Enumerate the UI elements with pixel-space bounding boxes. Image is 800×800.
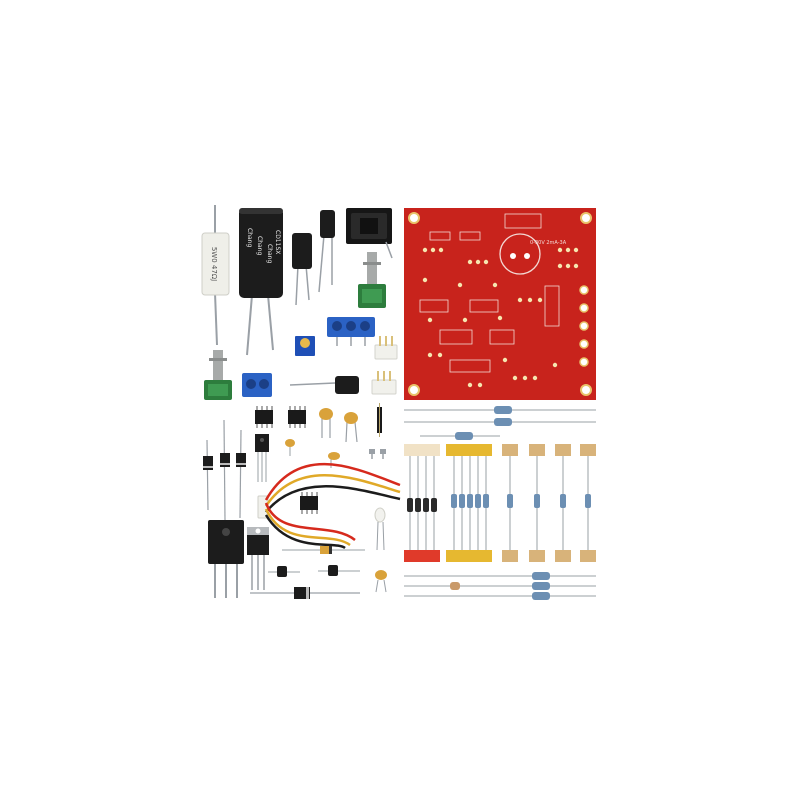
cap-print-3: Chang bbox=[266, 244, 273, 263]
led bbox=[374, 507, 386, 551]
to126-transistor bbox=[255, 434, 269, 482]
resistor-body bbox=[560, 494, 566, 508]
resistor-body bbox=[534, 494, 540, 508]
dip-ic-1 bbox=[255, 406, 273, 428]
small-diode bbox=[282, 546, 365, 554]
screw-terminal-3pin bbox=[327, 317, 375, 346]
resistor-body bbox=[467, 494, 473, 508]
screws bbox=[369, 449, 386, 459]
ceramic-capacitor-5 bbox=[375, 570, 387, 593]
to220-transistor bbox=[247, 527, 269, 590]
resistor-body bbox=[459, 494, 465, 508]
small-electrolytic-capacitor bbox=[318, 210, 335, 293]
resistor-body bbox=[407, 498, 413, 512]
red-pcb: 0-30V 2mA-3A bbox=[404, 208, 596, 400]
resistor-body bbox=[483, 494, 489, 508]
resistor-body bbox=[451, 494, 457, 508]
large-electrolytic-capacitor: Chang Chang Chang CD11SX bbox=[239, 208, 283, 356]
trimmer-potentiometer bbox=[295, 336, 315, 356]
pcb-label: 0-30V 2mA-3A bbox=[530, 240, 567, 246]
ceramic-capacitor-3 bbox=[285, 439, 295, 456]
resistor-body bbox=[507, 494, 513, 508]
resistor-body bbox=[475, 494, 481, 508]
power-transistor bbox=[208, 520, 244, 598]
screw-terminal-2pin bbox=[242, 373, 272, 397]
potentiometer-upper bbox=[358, 252, 386, 308]
wire-harness bbox=[257, 462, 401, 550]
cap-print-4: CD11SX bbox=[274, 230, 281, 254]
horizontal-electrolytic-capacitor bbox=[289, 376, 359, 394]
cap-print-1: Chang bbox=[246, 228, 253, 247]
dip-ic-3 bbox=[300, 492, 318, 514]
dip-ic-2 bbox=[288, 406, 306, 428]
pin-header bbox=[377, 403, 382, 437]
to92-transistor-2 bbox=[318, 565, 360, 576]
potentiometer-lower bbox=[204, 350, 232, 400]
ceramic-capacitor-2 bbox=[344, 412, 358, 443]
resistor-body bbox=[415, 498, 421, 512]
heatsink-regulator bbox=[346, 208, 393, 259]
cap-print-2: Chang bbox=[256, 236, 263, 255]
resistor-body bbox=[423, 498, 429, 512]
white-header-connector-lower bbox=[371, 371, 397, 395]
white-header-connector-upper bbox=[374, 336, 398, 360]
ceramic-capacitor-1 bbox=[319, 408, 333, 438]
resistor-body bbox=[431, 498, 437, 512]
to92-transistor-1 bbox=[268, 566, 300, 577]
power-diode bbox=[250, 587, 360, 599]
resistor-print: 5W0 47ΩJ bbox=[210, 247, 218, 281]
cement-resistor: 5W0 47ΩJ bbox=[201, 205, 230, 346]
medium-electrolytic-capacitor bbox=[292, 233, 312, 306]
resistor-body bbox=[585, 494, 591, 508]
resistor-assortment bbox=[404, 406, 596, 600]
rectifier-diodes bbox=[203, 419, 246, 521]
